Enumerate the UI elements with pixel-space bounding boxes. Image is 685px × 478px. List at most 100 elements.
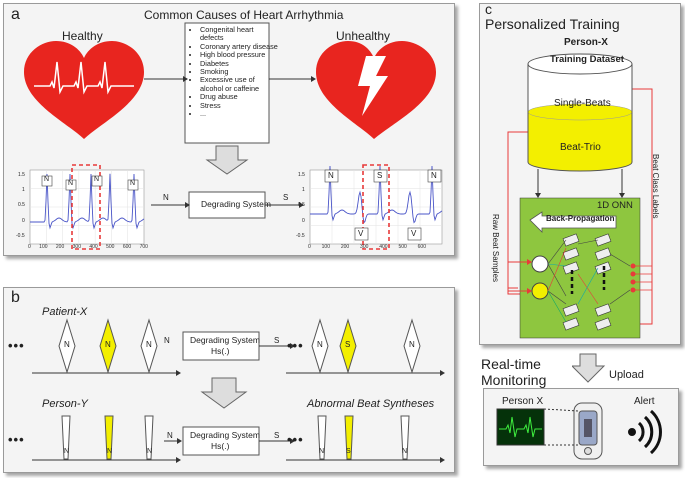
ellipsis: ••• [8,432,25,447]
beat-pulse-s [344,415,354,460]
beat-pulse-s [104,415,114,460]
alert-label: Alert [634,396,655,407]
cause-item: Excessive use of alcohol or caffeine [200,76,278,93]
onn-neuron [594,247,612,261]
beat-letter: S [346,448,351,455]
wearable-device-icon [573,402,603,460]
onn-neuron [594,233,612,247]
onn-neuron [594,303,612,317]
ecg-x-tick: 200 [340,244,350,250]
output-signal-label: S [283,193,289,202]
ecg-y-tick: 0 [302,218,305,224]
upload-label: Upload [609,369,644,381]
beat-diamond-s [99,318,117,374]
beat-label: V [358,229,364,238]
beat-letter: N [147,448,153,455]
panel-a-graphics [24,22,443,250]
ecg-y-tick: 0.5 [18,202,25,208]
ecg-x-tick: 100 [321,244,330,250]
input-signal-label: N [164,336,170,345]
causes-list: Congenital heart defectsCoronary artery … [190,25,278,118]
beat-label: N [44,176,50,183]
panel-c: c Personalized Training Person-X [479,1,681,345]
ecg-x-tick: 100 [39,244,48,250]
beat-letter: N [64,448,70,455]
panel-a: a Common Causes of Heart Arrhythmia Heal… [3,3,455,256]
down-block-arrow [205,145,249,175]
beat-label: N [431,171,437,180]
panel-b-graphics [32,318,445,463]
beat-diamond-n [311,318,329,374]
onn-label: 1D ONN [597,200,633,211]
raw-samples-label: Raw Beat Samples [491,214,500,283]
beat-letter: S [345,340,351,349]
output-signal-label: S [274,431,280,440]
beat-diamond-n [58,318,76,374]
healthy-label: Healthy [62,29,103,43]
beat-letter: N [409,340,415,349]
beat-label: V [411,229,417,238]
ecg-x-tick: 400 [379,244,388,250]
beat-letter: N [402,448,408,455]
panel-a-title: Common Causes of Heart Arrhythmia [144,8,344,22]
ecg-x-tick: 300 [72,244,81,250]
beat-diamond-n [403,318,421,374]
down-block-arrow [200,377,248,409]
ellipsis: ••• [287,338,304,353]
panel-c-label: c [485,1,492,17]
ellipsis: ••• [8,338,25,353]
degrading-system-label-a: Degrading System [201,199,271,209]
degrading-system-label-b2: Degrading System [190,430,260,440]
onn-neuron [562,247,580,261]
person-y-label: Person-Y [42,398,88,410]
ecg-x-tick: 0 [308,244,311,250]
beat-label: N [68,180,74,187]
panel-c-graphics [507,53,653,339]
single-beats-label: Single-Beats [554,98,611,109]
ecg-x-tick: 500 [106,244,115,250]
beat-pulse-n [317,415,327,460]
monitoring-label: Real-time Monitoring [481,356,547,388]
beat-trio-label: Beat-Trio [560,142,601,153]
ecg-y-tick: 0 [22,218,25,224]
ecg-x-tick: 200 [55,244,65,250]
ecg-y-tick: -0.5 [16,233,25,239]
ecg-y-tick: 0.5 [298,202,305,208]
training-dataset-label: Training Dataset [550,54,624,65]
degrading-system-box-b1 [182,331,260,361]
beat-label: N [94,176,100,183]
panel-b-label: b [11,289,20,306]
input-signal-label: N [167,431,173,440]
ecg-y-tick: -0.5 [296,233,305,239]
beat-diamond-n [140,318,158,374]
onn-neuron [562,317,580,331]
degrading-system-box-b2 [182,426,260,456]
ecg-chart-healthy [29,164,145,250]
onn-neuron [594,317,612,331]
ecg-x-tick: 500 [398,244,407,250]
beat-pulse-n [61,415,71,460]
beat-label: S [377,171,383,180]
cause-item: Diabetes [200,59,278,68]
beat-pulse-n [144,415,154,460]
causes-box [184,22,270,144]
ecg-x-tick: 600 [122,244,132,250]
monitoring-graphics [496,402,662,460]
ecg-x-tick: 700 [139,244,148,250]
beat-label: N [328,171,334,180]
beat-letter: N [317,340,323,349]
training-dataset-cylinder [527,53,633,172]
ecg-x-ticks-left: 0 100 200 300 400 500 600 700 [28,244,148,250]
panel-a-label: a [11,6,20,23]
lightning-icon [358,56,388,116]
ecg-y-tick: 1 [22,187,25,193]
highlight-box-healthy [71,164,101,250]
ecg-x-tick: 400 [89,244,98,250]
panel-b: b Patient-X Person-Y Abnormal Beat Synth… [3,287,455,473]
panel-c-title: Personalized Training [485,16,620,32]
ecg-x-tick: 0 [28,244,31,250]
input-signal-label: N [163,193,169,202]
beat-diamond-s [339,318,357,374]
degrading-system-label-b1: Degrading System [190,335,260,345]
cause-item: Smoking [200,67,278,76]
